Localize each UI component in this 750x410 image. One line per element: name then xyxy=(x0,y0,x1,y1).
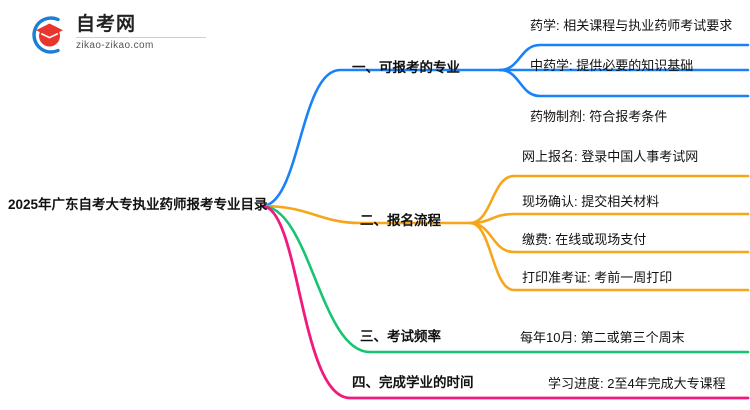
graduation-cap-in-circle-logo-icon xyxy=(28,14,70,56)
branch-connector-1 xyxy=(260,43,750,208)
mindmap-root-label: 2025年广东自考大专执业药师报考专业目录 xyxy=(8,197,268,212)
leaf-label-1-1[interactable]: 药学: 相关课程与执业药师考试要求 xyxy=(530,18,733,33)
logo-domain: zikao-zikao.com xyxy=(76,40,154,51)
leaf-label-2-1[interactable]: 网上报名: 登录中国人事考试网 xyxy=(522,149,699,164)
branch-label-1[interactable]: 一、可报考的专业 xyxy=(352,60,460,75)
logo-wordmark: 自考网 zikao-zikao.com xyxy=(76,14,206,53)
leaf-label-1-2[interactable]: 中药学: 提供必要的知识基础 xyxy=(530,58,694,73)
branch-label-4[interactable]: 四、完成学业的时间 xyxy=(352,375,474,390)
branch-connector-2 xyxy=(260,174,750,292)
leaf-label-3-1[interactable]: 每年10月: 第二或第三个周末 xyxy=(520,330,685,345)
leaf-label-1-3[interactable]: 药物制剂: 符合报考条件 xyxy=(530,109,668,124)
leaf-label-2-4[interactable]: 打印准考证: 考前一周打印 xyxy=(522,270,673,285)
site-logo: 自考网 zikao-zikao.com xyxy=(28,10,208,58)
branch-connector-3 xyxy=(260,204,750,354)
branch-label-2[interactable]: 二、报名流程 xyxy=(360,213,441,228)
branch-label-3[interactable]: 三、考试频率 xyxy=(360,329,441,344)
leaf-label-2-3[interactable]: 缴费: 在线或现场支付 xyxy=(522,232,647,247)
branch-connector-4 xyxy=(260,204,750,400)
leaf-label-4-1[interactable]: 学习进度: 2至4年完成大专课程 xyxy=(548,376,726,391)
leaf-label-2-2[interactable]: 现场确认: 提交相关材料 xyxy=(522,194,660,209)
logo-brand-name: 自考网 xyxy=(76,14,206,38)
